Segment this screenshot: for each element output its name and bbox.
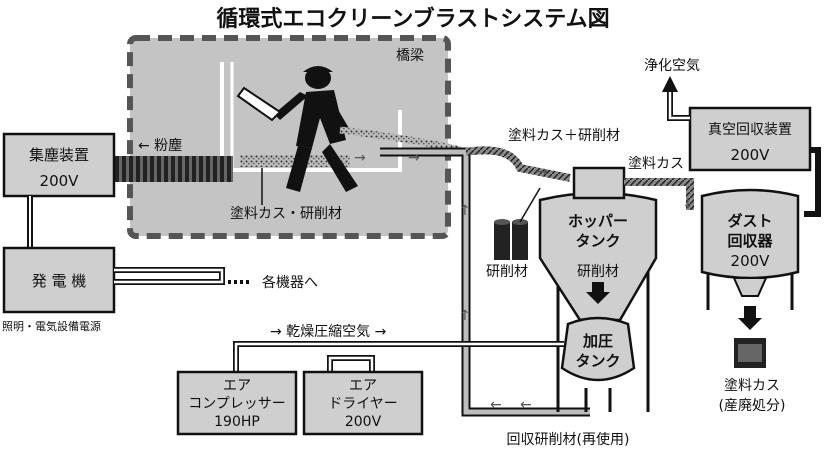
bridge-area	[127, 35, 451, 239]
svg-text:↑: ↑	[459, 203, 471, 219]
dryer-spec: 200V	[345, 414, 382, 430]
to-devices-label: 各機器へ	[262, 275, 318, 291]
dust-collector	[2, 132, 116, 198]
compressor-line2: コンプレッサー	[188, 396, 286, 412]
dryer-line2: ドライヤー	[328, 396, 398, 412]
svg-text:↓: ↓	[682, 196, 694, 212]
air-dryer	[302, 370, 424, 436]
abrasive-drums	[494, 219, 528, 260]
hopper-line2: タンク	[575, 232, 620, 250]
pressure-tank-line1: 加圧	[582, 332, 613, 350]
dust-recovery-unit	[700, 188, 800, 310]
air-line	[233, 341, 564, 372]
pressure-tank	[560, 316, 636, 412]
dust-collector-spec: 200V	[40, 172, 80, 190]
dryer-line1: エア	[349, 378, 377, 394]
diagram-title: 循環式エコクリーンブラストシステム図	[216, 6, 609, 32]
dry-air-label: → 乾燥圧縮空気 →	[270, 324, 387, 340]
dust-recovery-spec: 200V	[731, 252, 771, 270]
generator	[2, 246, 116, 314]
dust-recovery-line2: 回収器	[727, 232, 773, 250]
residue-pipe	[465, 146, 571, 182]
dust-recovery-line1: ダスト	[727, 212, 772, 230]
dust-duct	[115, 156, 233, 182]
svg-text:↑: ↑	[459, 308, 471, 324]
vacuum-unit-name: 真空回収装置	[708, 122, 792, 138]
svg-text:→: →	[536, 164, 548, 180]
pressure-tank-line2: タンク	[575, 352, 620, 370]
abrasive-drums-label: 研削材	[486, 264, 528, 280]
dust-arrow-label: ← 粉塵	[138, 137, 182, 154]
svg-text:→: →	[408, 150, 420, 166]
svg-text:→: →	[354, 150, 366, 166]
bridge-label: 橋梁	[396, 48, 424, 64]
vacuum-unit	[688, 106, 812, 172]
air-compressor	[176, 370, 298, 436]
abrasive-feed-label: 研削材	[577, 264, 619, 280]
compressor-spec: 190HP	[214, 414, 260, 430]
clean-air-arrow	[662, 76, 678, 92]
vacuum-unit-spec: 200V	[731, 146, 771, 164]
paint-residue-right-label: 塗料カス	[628, 155, 684, 172]
generator-name: 発 電 機	[32, 272, 87, 290]
hopper-line1: ホッパー	[568, 212, 628, 230]
waste-label-1: 塗料カス	[724, 377, 780, 394]
waste-arrow	[738, 306, 762, 330]
waste-container	[734, 338, 766, 368]
clean-air-label: 浄化空気	[644, 58, 700, 74]
feed-arrow	[586, 282, 610, 304]
paint-residue-label: 塗料カス・研削材	[230, 205, 342, 222]
compressor-line1: エア	[223, 378, 251, 394]
dust-pipe	[624, 178, 694, 210]
hopper-tank	[538, 166, 658, 412]
worker-silhouette	[236, 66, 358, 192]
recovered-label: 回収研削材(再使用)	[507, 431, 630, 448]
svg-text:←: ←	[490, 397, 502, 413]
lighting-label: 照明・電気設備電源	[2, 319, 101, 333]
svg-text:←: ←	[520, 397, 532, 413]
paint-abrasive-label: 塗料カス＋研削材	[508, 127, 620, 144]
dust-collector-name: 集塵装置	[29, 146, 89, 164]
waste-label-2: (産廃処分)	[719, 397, 786, 414]
